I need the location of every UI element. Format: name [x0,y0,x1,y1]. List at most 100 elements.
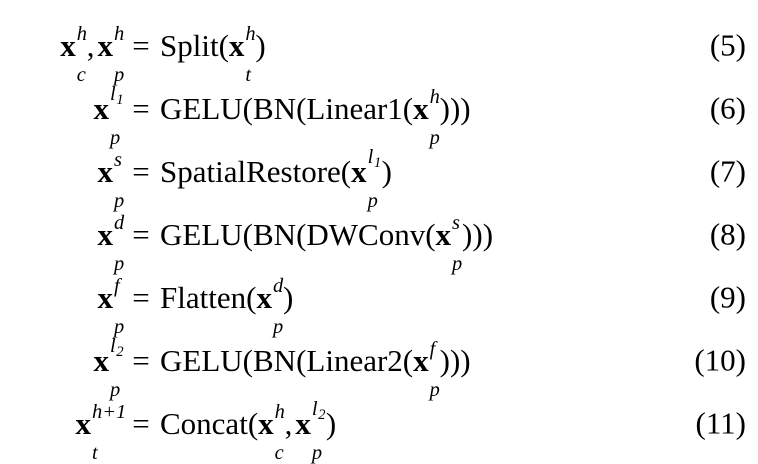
paren-open: ( [296,342,307,378]
paren-close: ) [439,90,450,126]
vector-x-glyph: x [258,405,274,441]
equation-9-equals: = [132,279,150,315]
operator-linear2: Linear2 [306,342,403,378]
vector-x-glyph: x [256,279,272,315]
vector-x-glyph: x [60,27,76,63]
superscript-s: s [452,212,461,235]
equation-number-8: (8) [709,216,746,252]
comma-glyph: , [86,27,95,63]
paren-close: ) [462,216,473,252]
subscript-c: c [76,63,86,86]
paren-close: ) [282,279,294,315]
paren-open: ( [242,90,253,126]
paren-close: ) [255,27,266,63]
superscript-l: l [367,146,374,169]
operator-dwconv: DWConv [306,216,426,252]
subscript-p: p [367,189,378,212]
operator-spatialrestore: SpatialRestore [160,153,341,189]
subscript-p: p [114,252,125,275]
superscript-h: h [274,401,285,424]
paren-close: ) [449,342,461,378]
superscript-l2: l2 [110,336,124,360]
paren-close: ) [460,90,471,126]
paren-close: ) [449,90,461,126]
paren-close: ) [460,342,471,378]
paren-open: ( [242,216,253,252]
paren-close: ) [472,216,483,252]
paren-open: ( [246,279,257,315]
superscript-h: h [76,23,87,46]
equation-7-equals: = [132,153,150,189]
vector-x-glyph: x [93,90,110,126]
subscript-p: p [429,126,440,149]
subscript-p: p [429,378,440,401]
comma-glyph: , [284,405,293,441]
superscript-h: h [245,23,256,46]
vector-x-glyph: x [228,27,245,63]
paren-open: ( [425,216,436,252]
paren-close: ) [325,405,337,441]
operator-bn: BN [252,216,297,252]
superscript-d: d [114,212,125,235]
equation-number-11: (11) [695,405,747,441]
operator-gelu: GELU [160,342,243,378]
superscript-l2: l2 [312,399,326,423]
equation-number-5: (5) [709,27,746,63]
equation-8-equals: = [132,216,150,252]
superscript-index-2: 2 [116,344,124,361]
subscript-p: p [452,252,463,275]
superscript-l: l [110,335,116,358]
superscript-h: h [429,86,440,109]
equation-number-7: (7) [709,153,746,189]
equation-10-equals: = [132,342,150,378]
superscript-f: f [429,338,436,361]
superscript-d: d [272,275,284,298]
superscript-index-1: 1 [373,155,382,172]
paren-open: ( [402,342,414,378]
paren-close: ) [381,153,392,189]
superscript-l1: l1 [110,84,124,108]
subscript-p: p [110,378,121,401]
equation-number-10: (10) [694,342,746,378]
equation-number-6: (6) [709,90,746,126]
equation-number-9: (9) [709,279,746,315]
vector-x-glyph: x [93,342,110,378]
subscript-p: p [110,126,121,149]
paren-open: ( [340,153,352,189]
equation-11-equals: = [132,405,150,441]
paren-open: ( [402,90,414,126]
equation-6-equals: = [132,90,150,126]
superscript-l: l [311,398,318,421]
superscript-index-1: 1 [116,92,124,109]
paren-close: ) [482,216,494,252]
subscript-p: p [114,63,125,86]
superscript-f: f [114,275,120,298]
paren-open: ( [247,405,259,441]
superscript-s: s [114,149,122,172]
subscript-t: t [245,63,252,86]
paren-close: ) [439,342,450,378]
superscript-l1: l1 [368,147,382,171]
vector-x-glyph: x [413,342,429,378]
superscript-h-plus-1: h+1 [92,401,127,424]
vector-x-glyph: x [435,216,452,252]
equation-5-equals: = [132,27,150,63]
vector-x-glyph: x [295,405,311,441]
subscript-p: p [114,315,125,338]
superscript-l: l [110,83,116,106]
subscript-p: p [114,189,125,212]
operator-gelu: GELU [160,90,243,126]
